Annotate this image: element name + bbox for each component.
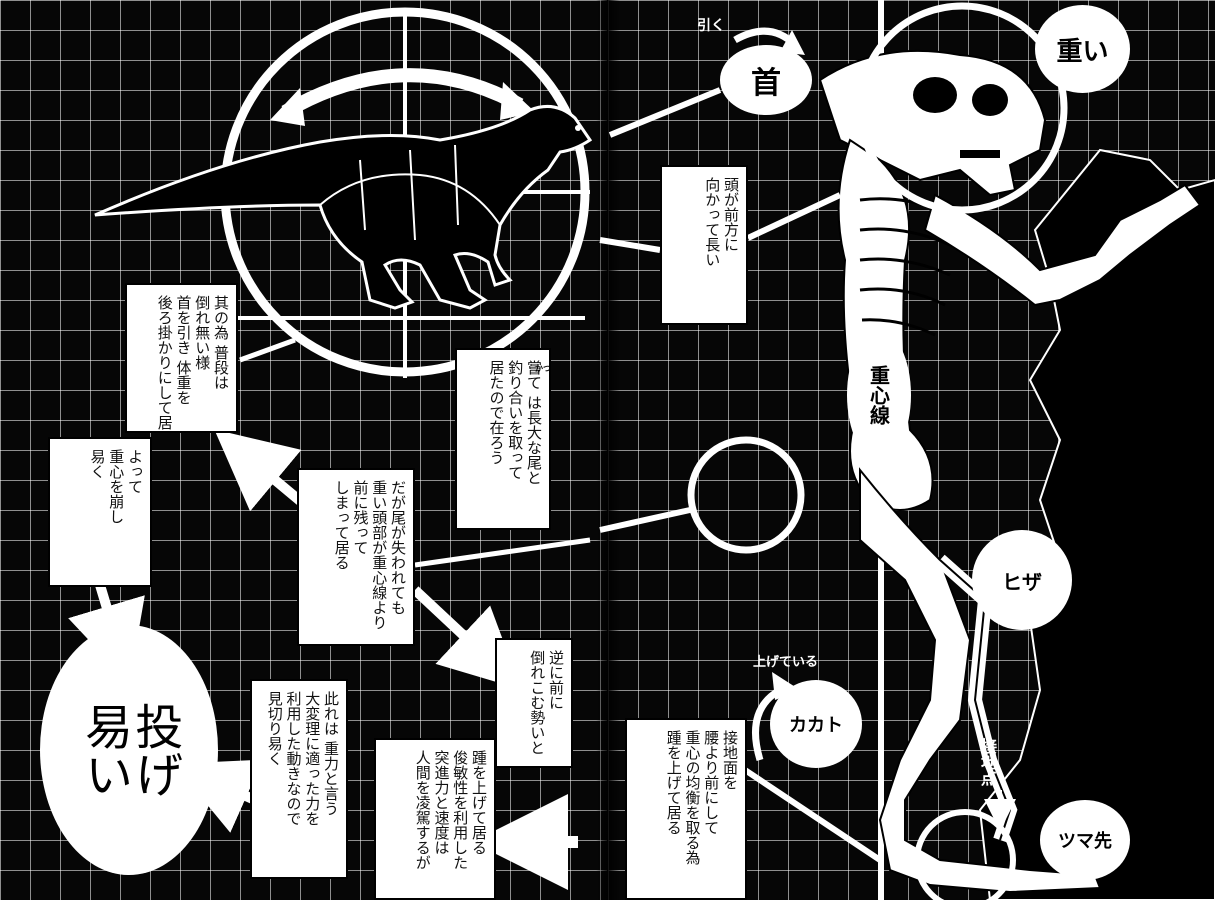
easy-to-throw-oval: 投げ 易い — [40, 625, 218, 875]
label-pull: 引く — [697, 18, 725, 34]
arrow-up-left-icon — [214, 429, 309, 512]
human-skeleton-figure — [687, 0, 1215, 900]
label-toe: ツマ先 — [1040, 800, 1130, 880]
dinosaur-silhouette — [94, 104, 593, 310]
text-box-heel: 踵を上げて居る 俊敏性を利用した 突進力と速度は 人間を凌駕するが — [374, 738, 496, 900]
arrow-left-icon-a — [173, 759, 263, 833]
text-box-unbalance: よって 重心を崩し 易く — [48, 437, 152, 587]
raised-curved-arrow-icon — [752, 672, 800, 762]
label-contact-point: 接地点 — [978, 738, 997, 786]
easy-to-throw-text: 投げ 易い — [76, 702, 183, 798]
text-box-forward: 逆に前に 倒れこむ勢いと — [495, 638, 573, 768]
text-box-tilt-back: 其の為 普段は 倒れ無い様 首を引き 体重を 後ろ掛かりにして居る — [125, 283, 238, 433]
label-heel: カカト — [770, 680, 862, 768]
label-center-line: 重心線 — [847, 330, 911, 460]
furigana-label: かつ — [535, 364, 551, 373]
text-box-balance: 嘗て は長大な尾と 釣り合いを取って 居たので在ろう — [455, 348, 551, 530]
book-gutter — [596, 0, 620, 900]
right-connectors — [599, 87, 882, 863]
dinosaur-crosshair-figure — [94, 7, 593, 378]
label-heavy: 重い — [1035, 5, 1130, 93]
label-raised: 上げている — [753, 655, 819, 670]
rotation-double-arrow-icon — [270, 68, 535, 126]
text-box-ground: 接地面を 腰より前にして 重心の均衡を取る為 踵を上げて居る — [625, 718, 747, 900]
label-knee: ヒザ — [972, 530, 1072, 630]
text-box-tail-lost: だが尾が失われても 重い頭部が重心線より 前に残って しまって居る — [297, 468, 415, 646]
arrow-down-right-icon — [411, 586, 522, 690]
label-neck: 首 — [720, 45, 812, 115]
text-box-head: 頭が前方に 向かって長い — [660, 165, 748, 325]
text-box-gravity: 此れは 重力と言う 大変理に適った力を 利用した動きなので 見切り易く — [250, 679, 348, 879]
